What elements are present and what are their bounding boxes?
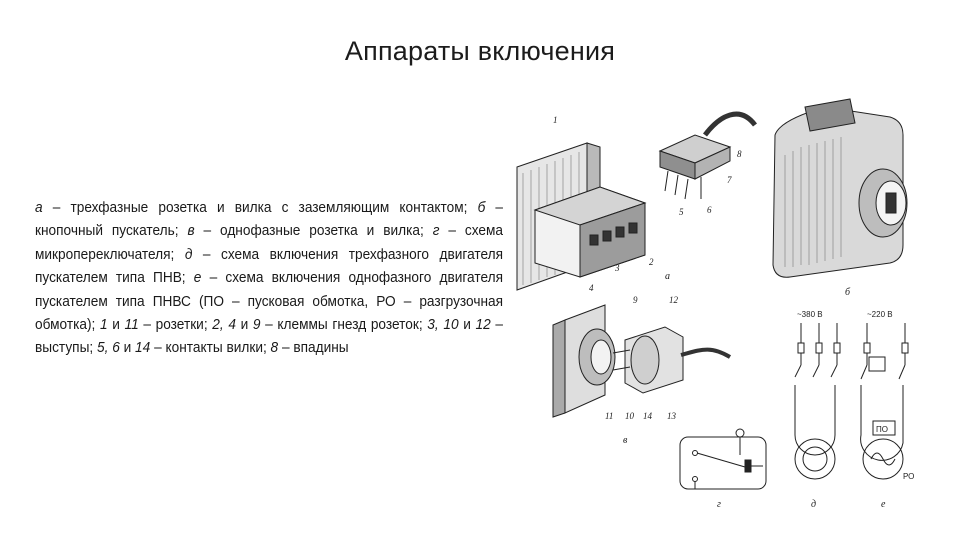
label-12: 12 (669, 295, 679, 305)
voltage-380: ~380 В (797, 310, 823, 319)
caption-segment: – трехфазные розетка и вилка с заземляющ… (42, 199, 478, 216)
panel-label-g: г (717, 499, 721, 510)
caption-segment: – розетки; (138, 316, 213, 334)
panel-label-b: б (845, 287, 851, 298)
figure-illustration: 1 8 7 5 6 2 3 4 а б (505, 95, 925, 525)
caption-segment: е (193, 269, 202, 287)
panel-label-a: а (665, 271, 670, 282)
caption-segment: – схема включения трехфазного двигателя … (35, 245, 504, 287)
panel-label-e: е (881, 499, 886, 510)
panel-label-v: в (623, 435, 628, 446)
caption-segment: 8 (270, 339, 279, 357)
label-8: 8 (737, 149, 742, 159)
label-1: 1 (553, 115, 558, 125)
caption-segment: в (187, 222, 195, 240)
winding-relief-label: РО (903, 472, 914, 481)
caption-segment: б (477, 199, 486, 216)
caption-segment: 11 (124, 316, 139, 334)
label-9: 9 (633, 295, 638, 305)
caption-segment: и (107, 316, 125, 334)
voltage-220: ~220 В (867, 310, 893, 319)
panel-d-three-phase-scheme (794, 323, 841, 480)
label-3: 3 (614, 263, 620, 273)
caption-segment: – кнопочный пускатель; (35, 199, 503, 240)
caption-segment: и (235, 316, 253, 334)
caption-segment: – клеммы гнезд розеток; (260, 316, 428, 334)
panel-e-labels: ~220 В ПО РО е (867, 310, 914, 510)
winding-start-label: ПО (876, 425, 888, 434)
caption-segment: 12 (475, 316, 491, 334)
caption-segment: 14 (135, 339, 151, 357)
caption-segment: – впадины (278, 339, 349, 357)
caption-segment: 5, 6 (97, 339, 120, 357)
switching-devices-figure: 1 8 7 5 6 2 3 4 а б (516, 98, 914, 510)
caption-segment: 9 (252, 316, 261, 334)
caption-segment: а (35, 199, 43, 216)
panel-v-labels: 9 12 11 10 14 13 в (605, 295, 679, 446)
slide-title: Аппараты включения (344, 36, 616, 66)
label-10: 10 (625, 411, 635, 421)
panel-e-single-phase-scheme (860, 323, 909, 480)
label-13: 13 (667, 411, 677, 421)
label-4: 4 (589, 283, 594, 293)
panel-a-labels: 1 8 7 5 6 2 3 4 а (553, 115, 742, 293)
caption-segment: и (119, 339, 136, 357)
caption-segment: – однофазные розетка и вилка; (194, 222, 433, 240)
caption-segment: 1 (99, 316, 108, 334)
caption-segment: г (432, 222, 440, 240)
figure-caption: а – трехфазные розетка и вилка с заземля… (35, 196, 503, 360)
caption-segment: и (458, 316, 476, 334)
panel-d-labels: ~380 В д (797, 310, 823, 510)
label-5: 5 (679, 207, 684, 217)
label-14: 14 (643, 411, 653, 421)
panel-v-socket-plug (552, 304, 732, 418)
panel-b-starter (772, 98, 908, 278)
label-2: 2 (649, 257, 654, 267)
caption-segment: 3, 10 (427, 316, 459, 334)
caption-segment: – схема включения однофазного двигателя … (35, 269, 504, 334)
label-6: 6 (707, 205, 712, 215)
label-7: 7 (727, 175, 732, 185)
caption-segment: – схема микропереключателя; (35, 222, 503, 263)
label-11: 11 (605, 411, 613, 421)
panel-label-d: д (811, 499, 816, 510)
caption-segment: 2, 4 (212, 316, 236, 334)
panel-g-microswitch (679, 428, 767, 490)
caption-segment: д (184, 245, 193, 263)
panel-a-socket-plug (516, 111, 757, 291)
caption-segment: – выступы; (35, 316, 503, 357)
caption-segment: – контакты вилки; (150, 339, 271, 357)
